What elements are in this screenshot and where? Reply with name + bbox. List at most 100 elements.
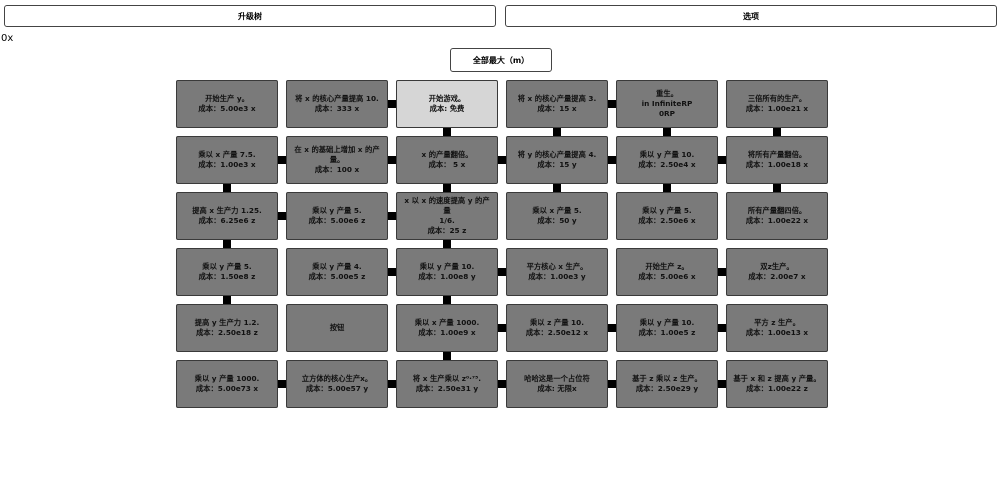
upgrade-title: 量。	[329, 155, 345, 164]
upgrade-node[interactable]: 将 x 的核心产量提高 3.成本：15 x	[506, 80, 608, 128]
upgrade-node[interactable]: 按钮	[286, 304, 388, 352]
tree-connector	[278, 380, 286, 388]
upgrade-node[interactable]: 三倍所有的生产。成本：1.00e21 x	[726, 80, 828, 128]
upgrade-title: 乘以 x 产量 5.	[532, 206, 582, 215]
max-all-button[interactable]: 全部最大（m）	[450, 48, 552, 72]
tree-connector	[498, 268, 506, 276]
upgrade-node[interactable]: 双z生产。成本：2.00e7 x	[726, 248, 828, 296]
upgrade-title: 乘以 y 产量 5.	[202, 262, 252, 271]
upgrade-title: 1/6.	[439, 216, 455, 225]
upgrade-title: 基于 z 乘以 z 生产。	[632, 374, 702, 383]
tree-connector	[608, 100, 616, 108]
upgrade-title: 乘以 y 产量 10.	[419, 262, 475, 271]
tree-connector	[553, 128, 561, 136]
upgrade-node[interactable]: 将 y 的核心产量提高 4.成本：15 y	[506, 136, 608, 184]
upgrade-title: 乘以 z 产量 10.	[530, 318, 584, 327]
upgrade-node[interactable]: 将 x 的核心产量提高 10.成本：333 x	[286, 80, 388, 128]
upgrade-cost: 成本：1.00e3 x	[198, 160, 256, 169]
upgrade-node[interactable]: 立方体的核心生产x。成本：5.00e57 y	[286, 360, 388, 408]
tree-connector	[718, 268, 726, 276]
upgrade-cost: 成本：1.00e5 z	[638, 328, 696, 337]
upgrade-node[interactable]: 乘以 x 产量 7.5.成本：1.00e3 x	[176, 136, 278, 184]
upgrade-node[interactable]: 乘以 y 产量 1000.成本：5.00e73 x	[176, 360, 278, 408]
upgrade-node[interactable]: 乘以 z 产量 10.成本：2.50e12 x	[506, 304, 608, 352]
upgrade-cost: 成本：1.00e8 y	[418, 272, 476, 281]
upgrade-cost: 成本：6.25e6 z	[198, 216, 256, 225]
tree-connector	[223, 184, 231, 192]
upgrade-node[interactable]: 开始生产 y。成本：5.00e3 x	[176, 80, 278, 128]
upgrade-title: 在 x 的基础上增加 x 的产	[294, 145, 380, 154]
tree-connector	[443, 296, 451, 304]
upgrade-node[interactable]: 开始游戏。成本: 免费	[396, 80, 498, 128]
upgrade-cost: 成本：5.00e5 z	[308, 272, 366, 281]
tree-connector	[443, 184, 451, 192]
upgrade-node[interactable]: 基于 z 乘以 z 生产。成本：2.50e29 y	[616, 360, 718, 408]
upgrade-node[interactable]: 乘以 y 产量 10.成本：1.00e5 z	[616, 304, 718, 352]
upgrade-cost: 成本： 5 x	[428, 160, 466, 169]
upgrade-cost: 成本：25 z	[427, 226, 467, 235]
upgrade-title: 乘以 y 产量 1000.	[194, 374, 260, 383]
tree-connector	[773, 184, 781, 192]
tree-connector	[443, 128, 451, 136]
upgrade-cost: 成本：1.00e22 z	[746, 384, 808, 393]
tab-options[interactable]: 选项	[505, 5, 997, 27]
upgrade-node[interactable]: 乘以 x 产量 1000.成本：1.00e9 x	[396, 304, 498, 352]
upgrade-cost: 成本：15 y	[537, 160, 577, 169]
upgrade-node[interactable]: 乘以 y 产量 10.成本：1.00e8 y	[396, 248, 498, 296]
tree-connector	[443, 240, 451, 248]
upgrade-title: x 以 x 的速度提高 y 的产量	[404, 196, 490, 215]
upgrade-node[interactable]: 所有产量翻四倍。成本：1.00e22 x	[726, 192, 828, 240]
upgrade-title: 乘以 y 产量 5.	[642, 206, 692, 215]
upgrade-title: 平方 z 生产。	[754, 318, 800, 327]
upgrade-node[interactable]: 将所有产量翻倍。成本：1.00e18 x	[726, 136, 828, 184]
upgrade-cost: 成本：50 y	[537, 216, 577, 225]
upgrade-cost: 成本：5.00e73 x	[195, 384, 259, 393]
upgrade-node[interactable]: 平方核心 x 生产。成本：1.00e3 y	[506, 248, 608, 296]
upgrade-title: 乘以 y 产量 10.	[639, 318, 695, 327]
tree-connector	[278, 156, 286, 164]
upgrade-node[interactable]: 将 x 生产乘以 z⁰·⁷⁵.成本：2.50e31 y	[396, 360, 498, 408]
tree-connector	[773, 128, 781, 136]
upgrade-title: in InfiniteRP	[641, 99, 693, 108]
tree-connector	[718, 156, 726, 164]
upgrade-node[interactable]: 乘以 y 产量 5.成本：5.00e6 z	[286, 192, 388, 240]
upgrade-node[interactable]: 开始生产 z。成本：5.00e6 x	[616, 248, 718, 296]
upgrade-node[interactable]: 乘以 y 产量 10.成本：2.50e4 x	[616, 136, 718, 184]
upgrade-node[interactable]: 基于 x 和 z 提高 y 产量。成本：1.00e22 z	[726, 360, 828, 408]
tree-connector	[718, 324, 726, 332]
upgrade-title: 基于 x 和 z 提高 y 产量。	[733, 374, 821, 383]
upgrade-cost: 成本：1.00e13 x	[745, 328, 809, 337]
upgrade-node[interactable]: 提高 x 生产力 1.25.成本：6.25e6 z	[176, 192, 278, 240]
tab-upgrade-tree[interactable]: 升级树	[4, 5, 496, 27]
upgrade-title: 开始游戏。	[428, 94, 466, 103]
upgrade-node[interactable]: 乘以 y 产量 5.成本：1.50e8 z	[176, 248, 278, 296]
upgrade-title: 提高 y 生产力 1.2.	[194, 318, 260, 327]
upgrade-cost: 成本：333 x	[314, 104, 360, 113]
upgrade-title: 所有产量翻四倍。	[747, 206, 807, 215]
upgrade-node[interactable]: x 的产量翻倍。成本： 5 x	[396, 136, 498, 184]
upgrade-node[interactable]: 哈哈这是一个占位符成本: 无限x	[506, 360, 608, 408]
upgrade-node[interactable]: 在 x 的基础上增加 x 的产量。成本：100 x	[286, 136, 388, 184]
upgrade-cost: 成本：5.00e6 z	[308, 216, 366, 225]
upgrade-title: x 的产量翻倍。	[421, 150, 473, 159]
upgrade-cost: 成本：2.50e6 x	[638, 216, 696, 225]
upgrade-cost: 成本：2.50e12 x	[525, 328, 589, 337]
upgrade-cost: 成本：5.00e3 x	[198, 104, 256, 113]
upgrade-node[interactable]: 平方 z 生产。成本：1.00e13 x	[726, 304, 828, 352]
upgrade-node[interactable]: 乘以 x 产量 5.成本：50 y	[506, 192, 608, 240]
upgrade-node[interactable]: 乘以 y 产量 4.成本：5.00e5 z	[286, 248, 388, 296]
upgrade-title: 乘以 y 产量 4.	[312, 262, 362, 271]
upgrade-title: 哈哈这是一个占位符	[524, 374, 590, 383]
upgrade-title: 立方体的核心生产x。	[301, 374, 373, 383]
upgrade-node[interactable]: 提高 y 生产力 1.2.成本：2.50e18 z	[176, 304, 278, 352]
tree-connector	[223, 240, 231, 248]
tree-connector	[388, 212, 396, 220]
upgrade-title: 乘以 x 产量 1000.	[414, 318, 480, 327]
upgrade-cost: 成本：2.50e18 z	[196, 328, 258, 337]
tree-connector	[278, 212, 286, 220]
upgrade-title: 将 x 生产乘以 z⁰·⁷⁵.	[412, 374, 482, 383]
upgrade-node[interactable]: 乘以 y 产量 5.成本：2.50e6 x	[616, 192, 718, 240]
upgrade-title: 将 x 的核心产量提高 3.	[517, 94, 597, 103]
